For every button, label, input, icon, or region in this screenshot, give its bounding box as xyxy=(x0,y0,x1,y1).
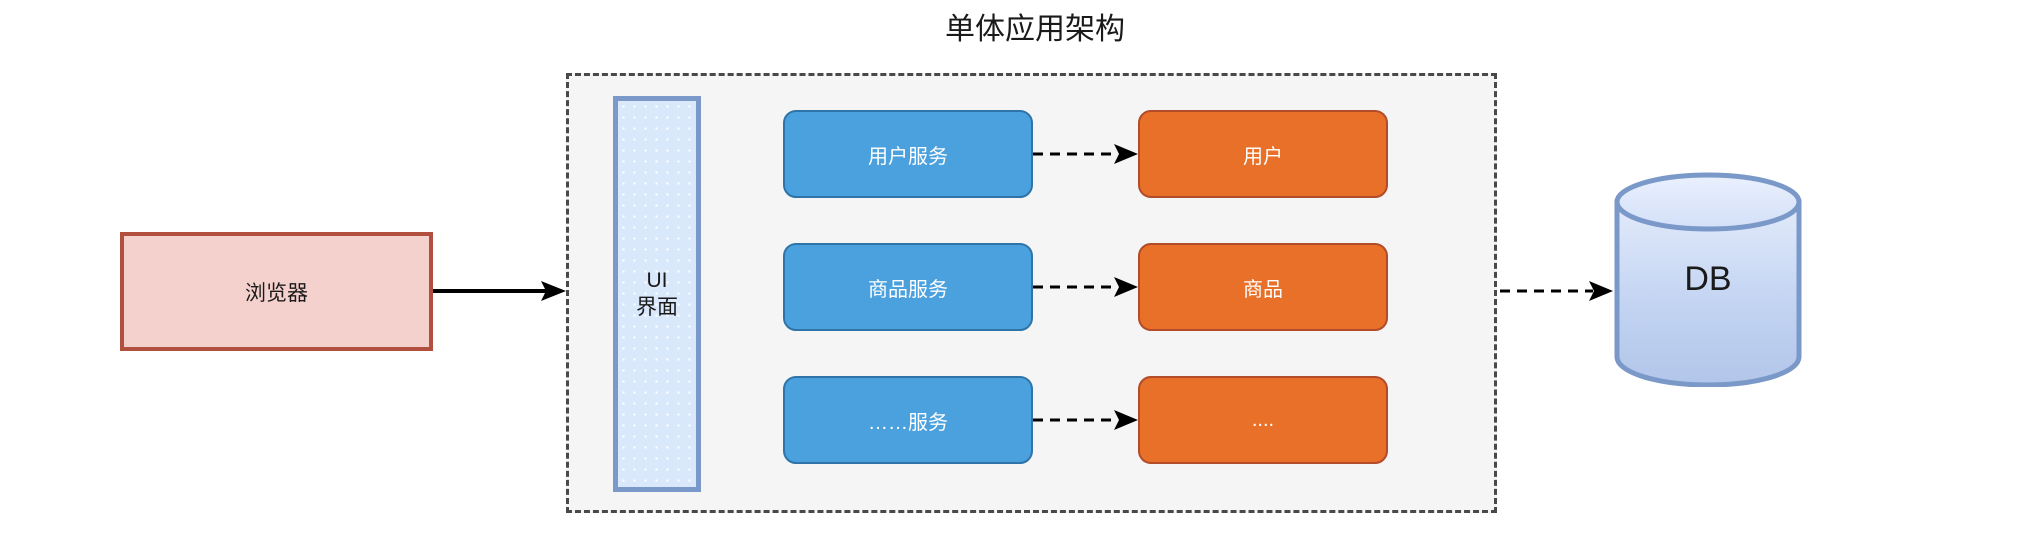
ui-layer-label-line1: UI xyxy=(646,269,668,292)
service-node-other[interactable]: ……服务 xyxy=(783,376,1033,464)
connector-product-service-to-product xyxy=(1033,277,1138,297)
service-node-other-label: ……服务 xyxy=(868,411,948,434)
service-node-product[interactable]: 商品服务 xyxy=(783,243,1033,331)
entity-node-other[interactable]: .... xyxy=(1138,376,1388,464)
connector-browser-to-app xyxy=(433,281,566,301)
entity-node-product-label: 商品 xyxy=(1243,278,1283,301)
entity-node-user[interactable]: 用户 xyxy=(1138,110,1388,198)
entity-node-user-label: 用户 xyxy=(1243,145,1283,168)
service-node-product-label: 商品服务 xyxy=(868,278,948,301)
browser-node[interactable]: 浏览器 xyxy=(120,232,433,351)
service-node-user-label: 用户服务 xyxy=(868,145,948,168)
browser-node-label: 浏览器 xyxy=(245,281,308,305)
entity-node-other-label: .... xyxy=(1251,408,1275,431)
connector-user-service-to-user xyxy=(1033,144,1138,164)
service-node-user[interactable]: 用户服务 xyxy=(783,110,1033,198)
connector-app-to-db xyxy=(1500,281,1613,301)
entity-node-product[interactable]: 商品 xyxy=(1138,243,1388,331)
database-cylinder[interactable] xyxy=(1613,172,1803,387)
connector-other-service-to-other xyxy=(1033,410,1138,430)
ui-layer-panel[interactable]: UI 界面 xyxy=(613,96,701,492)
ui-layer-label-line2: 界面 xyxy=(636,296,678,319)
page-title: 单体应用架构 xyxy=(945,13,1125,46)
